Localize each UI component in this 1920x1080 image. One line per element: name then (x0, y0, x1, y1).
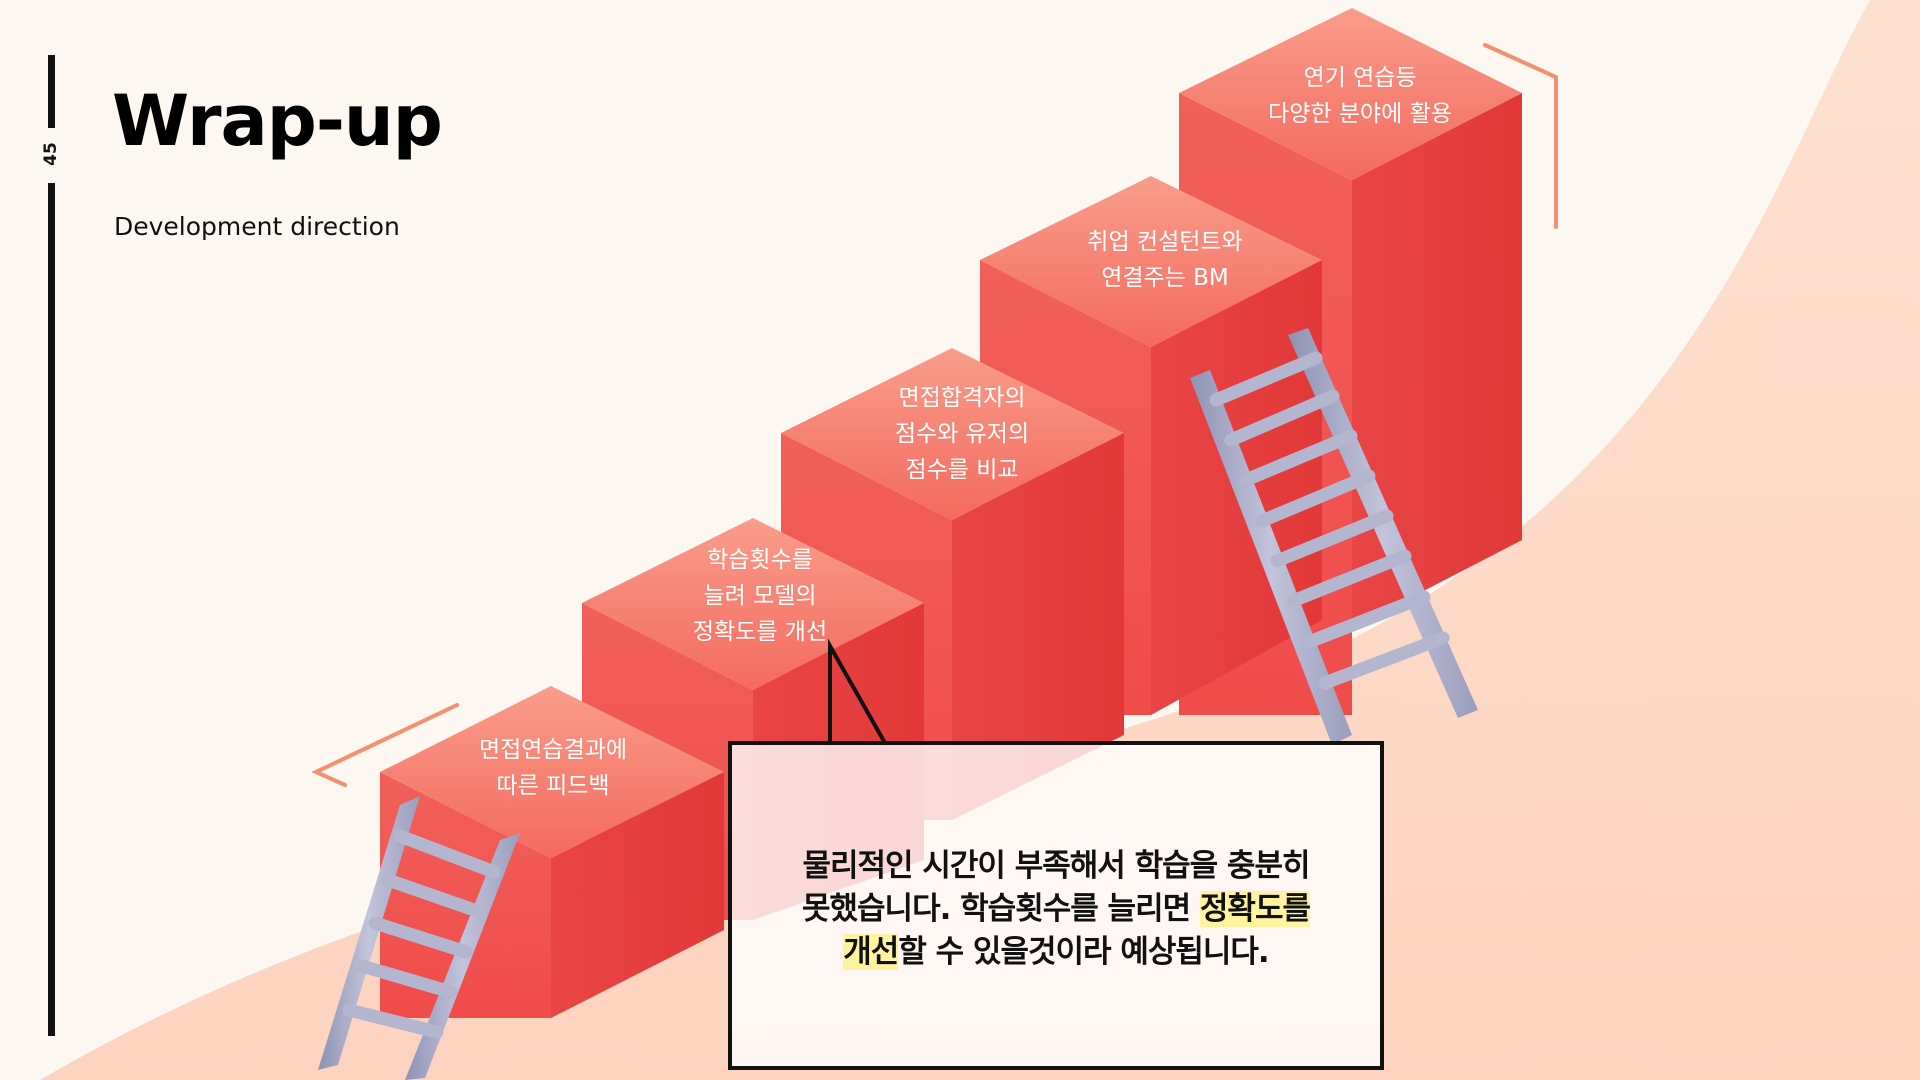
callout-highlight: 개선 (843, 934, 899, 970)
callout-text-plain: 할 수 있을것이라 예상됩니다. (898, 934, 1269, 970)
step-label-line: 점수와 유저의 (894, 421, 1030, 447)
step-label-line: 연기 연습등 (1303, 65, 1417, 91)
step-label-line: 면접합격자의 (898, 385, 1026, 411)
step-label-line: 학습횟수를 (707, 547, 813, 573)
ladder-small (318, 796, 520, 1080)
step-block-1 (380, 686, 724, 1018)
callout-line-1: 물리적인 시간이 부족해서 학습을 충분히 (802, 848, 1310, 884)
step-label-line: 취업 컨설턴트와 (1087, 229, 1243, 255)
callout-pointer (828, 638, 887, 745)
callout-text-plain: 못했습니다. 학습횟수를 늘리면 (801, 891, 1200, 927)
step-label-4: 취업 컨설턴트와 연결주는 BM (1050, 224, 1280, 296)
callout-text: 물리적인 시간이 부족해서 학습을 충분히 못했습니다. 학습횟수를 늘리면 정… (732, 845, 1380, 974)
callout-highlight: 정확도를 (1199, 891, 1311, 927)
step-label-2: 학습횟수를 늘려 모델의 정확도를 개선 (655, 542, 865, 650)
page-subtitle: Development direction (114, 212, 400, 241)
background-diagonal-band (40, 0, 1920, 1080)
callout-line-3: 개선할 수 있을것이라 예상됩니다. (732, 931, 1380, 974)
step-label-line: 정확도를 개선 (692, 619, 828, 645)
page-title: Wrap-up (112, 80, 443, 162)
step-label-3: 면접합격자의 점수와 유저의 점수를 비교 (857, 380, 1067, 488)
step-label-line: 면접연습결과에 (478, 737, 628, 763)
step-label-5: 연기 연습등 다양한 분야에 활용 (1225, 60, 1495, 132)
step-label-line: 따른 피드백 (496, 773, 610, 799)
side-bar-top (48, 55, 55, 128)
step-label-line: 연결주는 BM (1101, 265, 1229, 291)
callout-box: 물리적인 시간이 부족해서 학습을 충분히 못했습니다. 학습횟수를 늘리면 정… (728, 741, 1384, 1070)
step-label-line: 다양한 분야에 활용 (1268, 101, 1452, 127)
side-bar-bottom (48, 183, 55, 1036)
accent-lines (311, 43, 1558, 787)
step-label-line: 늘려 모델의 (703, 583, 817, 609)
callout-line-2: 못했습니다. 학습횟수를 늘리면 정확도를 (732, 888, 1380, 931)
page-number: 45 (41, 142, 61, 166)
step-label-line: 점수를 비교 (905, 457, 1019, 483)
ladder-large (1190, 328, 1478, 745)
step-label-1: 면접연습결과에 따른 피드백 (448, 732, 658, 804)
